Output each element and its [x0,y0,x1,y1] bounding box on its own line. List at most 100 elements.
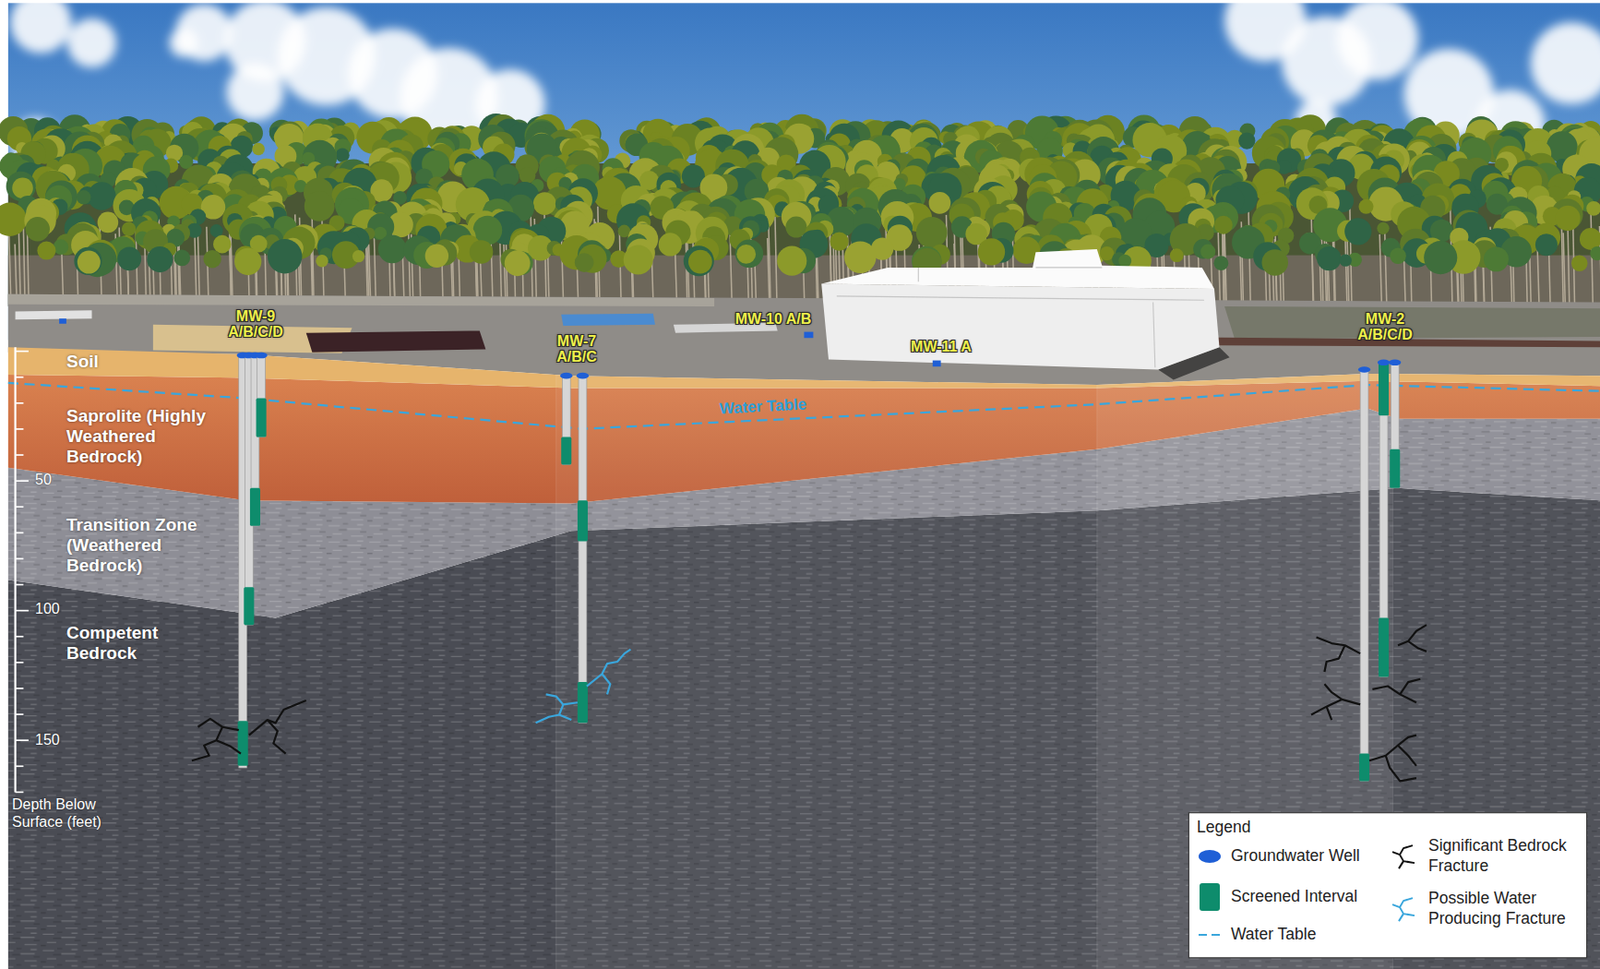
legend-box [1188,812,1587,958]
tree-crown [1213,255,1229,271]
tree-crown [213,235,232,254]
cloud [226,63,285,121]
well-cap [1358,366,1371,373]
well-casing [560,372,573,466]
well-cap [576,372,589,380]
tree-crown [469,239,494,264]
white-structure [15,310,93,320]
legend-entry: Groundwater Well [1197,841,1361,872]
water-fractures [536,649,632,724]
tree-crown [978,238,1005,265]
depth-number: 100 [35,599,60,618]
building-roof [821,249,1215,289]
legend-sample [1197,919,1222,950]
tree-crown [929,191,952,215]
layer-label: Competent Bedrock [66,622,170,664]
tree-trunk [1599,226,1600,307]
well-casing [1388,358,1401,488]
tree-crown [121,221,136,236]
well-label: MW-2 A/B/C/D [1357,310,1413,344]
legend-sample [1197,882,1222,912]
screened-interval [577,681,588,723]
scale-tick [15,739,29,741]
tree-crown [202,250,221,268]
well-marker [59,318,67,324]
tree-crown [1170,248,1184,263]
tree-crown [844,240,877,274]
well-cap [254,352,267,359]
blue-roof [561,313,656,326]
bedrock-fractures [191,624,1427,781]
tree-crown [25,216,50,241]
legend-text: Significant Bedrock Fracture [1428,835,1577,877]
tree-crown [267,238,303,275]
tree-line [0,113,1600,307]
tree-crown [776,245,807,275]
water-table-label: Water Table [718,395,807,419]
depth-scale [15,346,29,792]
screened-interval [577,500,588,541]
tree-trunk [1223,233,1226,307]
screened-interval [1389,449,1400,489]
tree-crown [736,244,756,264]
well-casing [254,352,267,438]
layer-label: Transition Zone (Weathered Bedrock) [66,514,216,576]
tree-trunk [1379,234,1382,307]
legend-sample [1389,894,1420,924]
well-casing [1377,358,1390,677]
building [821,249,1230,381]
bedrock-fracture [191,718,241,761]
legend-title: Legend [1196,817,1251,837]
well-label: MW-11 A [910,338,972,355]
tree-crown [378,234,407,263]
legend-text: Groundwater Well [1230,846,1361,867]
well-label: MW-9 A/B/C/D [227,308,284,341]
line-sample [1197,931,1222,938]
scale-tick [15,479,29,482]
scale-tick [15,428,24,430]
building-edge [836,267,1205,368]
well-label: MW-7 A/B/C [556,333,598,366]
tree-crown [574,252,595,273]
axis-title: Depth Below Surface (feet) [11,795,116,831]
scale-tick [15,532,24,535]
well-casing [1358,366,1371,781]
well-label: MW-10 A/B [735,310,812,327]
tree-crown [146,246,173,273]
tree-trunk [775,211,777,307]
scale-tick [15,505,24,508]
tree-crown [234,248,262,275]
wells [237,352,1402,782]
tree-crown [1389,248,1406,264]
scale-tick [15,687,24,690]
cloud [1530,22,1600,105]
scale-tick [15,584,24,586]
tree-trunk [373,227,376,307]
tree-crown [117,247,142,272]
legend-text: Screened Interval [1230,886,1358,908]
tree-crown [504,250,531,276]
well-marker [803,332,813,339]
cloud [169,28,199,58]
screened-interval [256,398,267,438]
legend-entry: Water Table [1197,919,1316,950]
scale-tick [15,609,29,612]
face-shade [556,336,1098,969]
face-shading [556,336,1600,969]
tree-crown [1338,253,1351,266]
tree-trunk [18,224,21,307]
well-pipe [1360,370,1369,782]
screened-interval [1378,362,1389,417]
cross-section [8,336,1600,969]
scale-tick [15,350,29,353]
tree-crown [352,250,365,263]
scale-axis [13,346,16,792]
tree-crown [688,250,713,275]
cloud [10,0,72,54]
clouds [10,0,1600,168]
tree-crown [533,191,557,215]
screened-interval [238,720,249,766]
legend-sample [1197,841,1222,872]
tree-crown [1586,201,1600,216]
tree-crown [1483,246,1509,272]
